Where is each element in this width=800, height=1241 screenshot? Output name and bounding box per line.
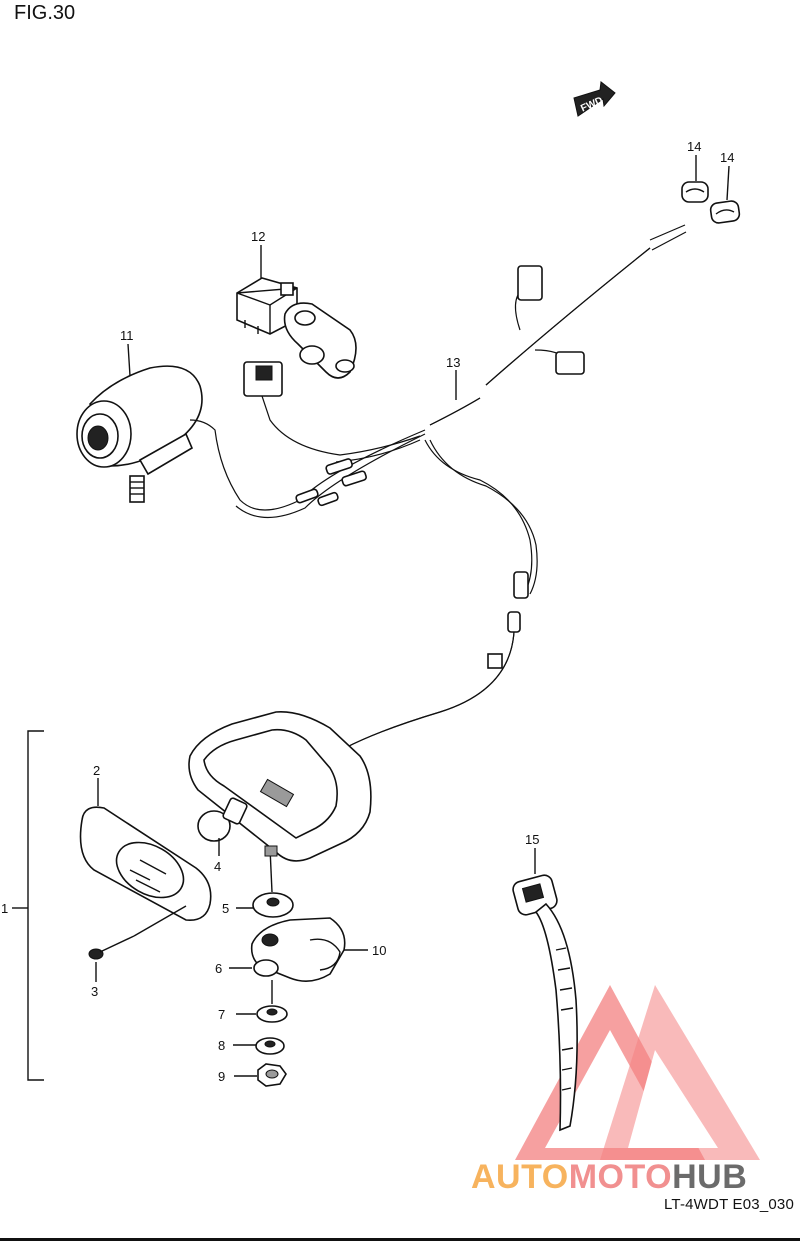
part-11-lamp xyxy=(76,365,203,503)
callout-2: 2 xyxy=(93,763,100,778)
callout-9: 9 xyxy=(218,1069,225,1084)
callout-4: 4 xyxy=(214,859,221,874)
callout-11: 11 xyxy=(120,328,134,343)
watermark-part-a: AUTO xyxy=(471,1158,569,1196)
tail-light-housing xyxy=(188,711,372,862)
callout-1: 1 xyxy=(1,901,8,916)
callout-3: 3 xyxy=(91,984,98,999)
part-13-harness xyxy=(189,224,687,749)
assembly-bracket xyxy=(27,730,44,1081)
part-15-cable-tie xyxy=(512,874,578,1132)
fwd-arrow-icon: FWD xyxy=(573,81,616,117)
watermark-logo-icon xyxy=(515,985,760,1160)
part-14-cap-a xyxy=(681,181,709,203)
part-8-washer xyxy=(255,1037,285,1055)
callout-5: 5 xyxy=(222,901,229,916)
figure-title: FIG.30 xyxy=(14,2,76,24)
part-12-clamp xyxy=(283,302,357,379)
callout-6: 6 xyxy=(215,961,222,976)
part-14-cap-b xyxy=(709,200,741,224)
callout-7: 7 xyxy=(218,1007,225,1022)
callout-14a: 14 xyxy=(687,139,701,154)
watermark-part-b: MOTO xyxy=(568,1158,673,1196)
watermark-part-c: HUB xyxy=(672,1158,748,1196)
bottom-border xyxy=(0,1238,800,1241)
part-12-connector xyxy=(243,361,283,397)
figure-code: LT-4WDT E03_030 xyxy=(663,1196,794,1213)
watermark-text: AUTOMOTOHUB xyxy=(471,1158,747,1197)
callout-10: 10 xyxy=(372,943,386,958)
callout-14b: 14 xyxy=(720,150,734,165)
part-4-bulb xyxy=(197,797,248,842)
callout-8: 8 xyxy=(218,1038,225,1053)
part-6-bracket xyxy=(250,917,346,982)
part-9-nut xyxy=(257,1063,287,1087)
part-2-lens xyxy=(79,806,212,921)
part-3-screw xyxy=(88,935,135,960)
callout-13: 13 xyxy=(446,355,460,370)
part-7-washer xyxy=(256,980,288,1023)
callout-12: 12 xyxy=(251,229,265,244)
callout-15: 15 xyxy=(525,832,539,847)
part-5-grommet xyxy=(252,845,294,918)
